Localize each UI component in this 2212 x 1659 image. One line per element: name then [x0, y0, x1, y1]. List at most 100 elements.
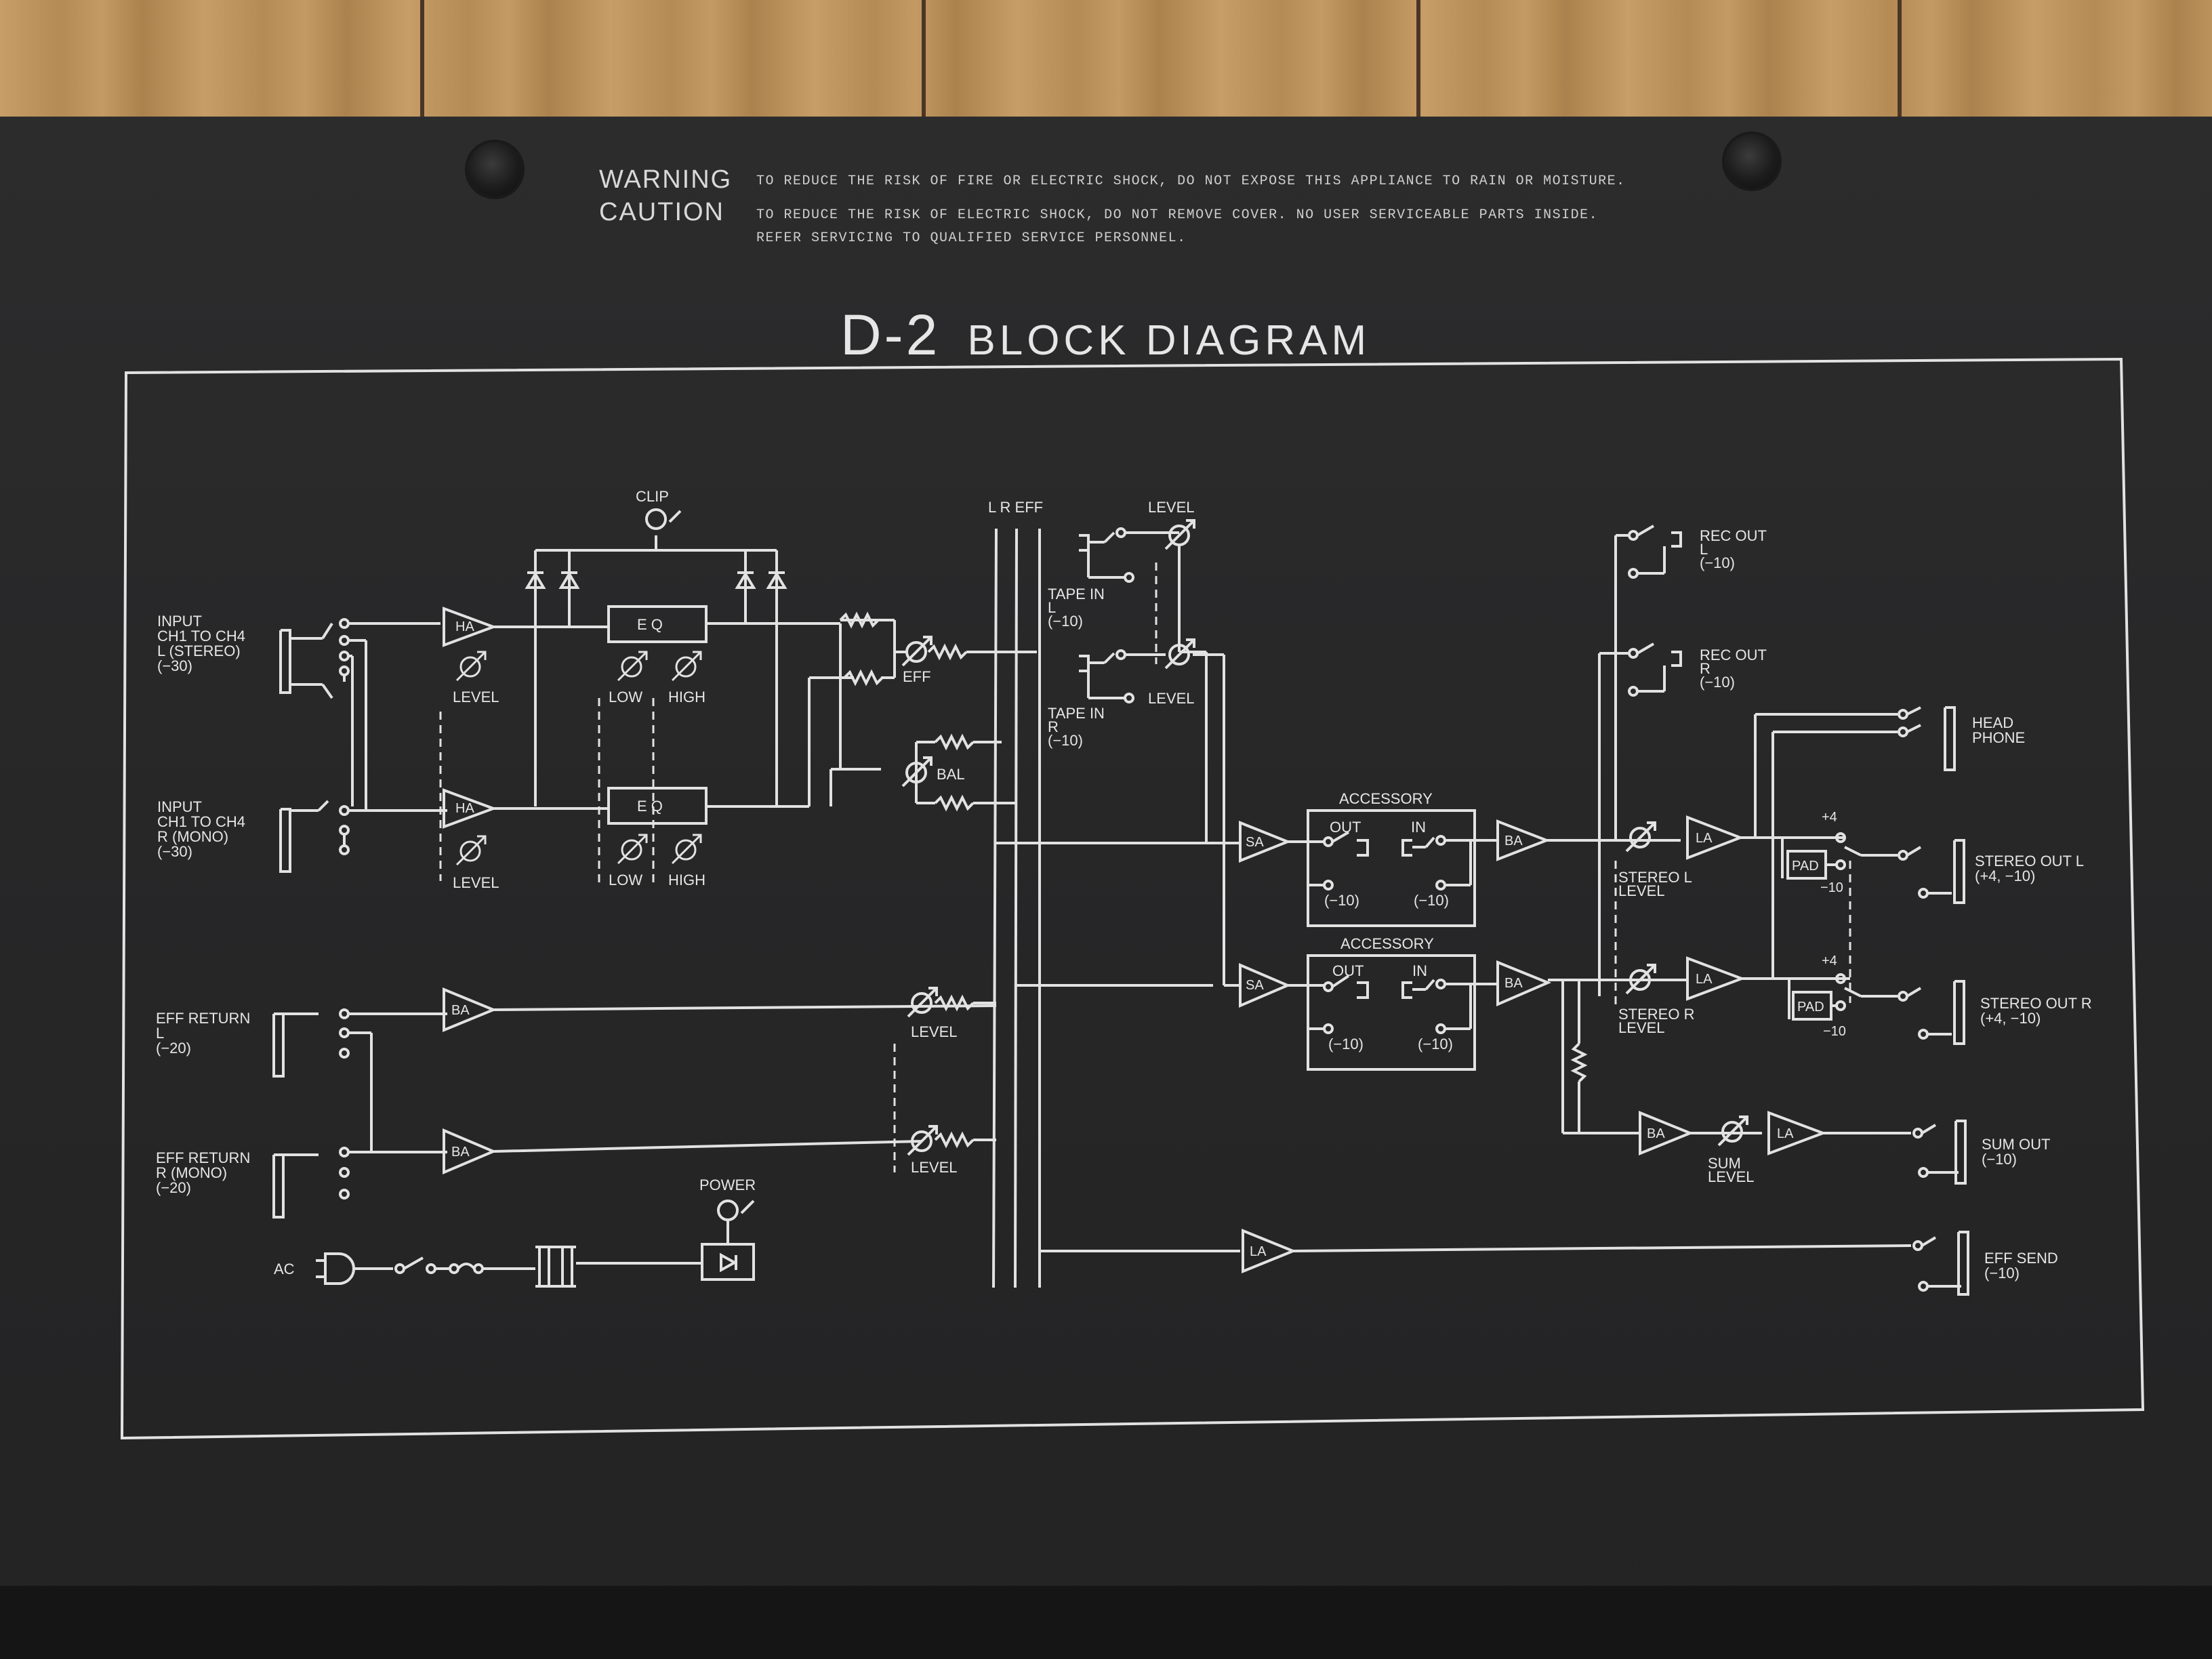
la-amplifier-l — [1686, 815, 1744, 860]
pad-label: PAD — [1792, 859, 1819, 874]
device-panel — [0, 117, 2212, 1659]
wood-background — [0, 0, 2212, 122]
stereo-l-chain — [1206, 809, 1843, 996]
power-led-icon — [717, 1200, 739, 1221]
clip-circuit — [526, 508, 786, 806]
eff-return-l-label: EFF RETURN — [156, 1010, 250, 1027]
in-label: IN — [1412, 962, 1427, 979]
eff-send-label: (−10) — [1984, 1265, 2020, 1282]
sa-label: SA — [1246, 835, 1264, 850]
ha-label: HA — [455, 801, 474, 816]
level-label: LEVEL — [453, 689, 499, 705]
headphone-label: PHONE — [1972, 729, 2025, 746]
low-label: LOW — [609, 689, 642, 705]
accessory-box-l — [1307, 809, 1476, 927]
level-label: LEVEL — [911, 1023, 958, 1040]
bus-label: L R EFF — [988, 499, 1043, 516]
level-value-label: (−10) — [1414, 892, 1449, 909]
la-label: LA — [1696, 831, 1713, 846]
caution-text: REFER SERVICING TO QUALIFIED SERVICE PER… — [756, 230, 1187, 246]
input-jack-icon — [279, 808, 291, 873]
rec-out-r-label: (−10) — [1700, 674, 1735, 691]
tape-in-r-label: (−10) — [1048, 732, 1083, 749]
high-label: HIGH — [668, 689, 705, 705]
level-label: LEVEL — [911, 1159, 958, 1176]
headphone-block — [1754, 706, 1956, 979]
la-amplifier-sum — [1767, 1111, 1827, 1155]
ba-amplifier-l — [1496, 819, 1551, 861]
input-l-label: L (STEREO) — [157, 642, 241, 659]
plank-seam — [1416, 0, 1420, 122]
minus10-label: −10 — [1823, 1024, 1846, 1039]
la-label: LA — [1250, 1244, 1267, 1259]
warning-text: TO REDUCE THE RISK OF FIRE OR ELECTRIC S… — [756, 173, 1626, 189]
eff-send-label: EFF SEND — [1984, 1250, 2058, 1267]
pad-label: PAD — [1797, 1000, 1824, 1015]
power-label: POWER — [699, 1176, 756, 1193]
tape-in-l-label: (−10) — [1048, 613, 1083, 630]
ba-amplifier-sum — [1639, 1111, 1694, 1155]
input-l-label: (−30) — [157, 657, 192, 674]
sa-label: SA — [1246, 978, 1264, 993]
caution-label: CAUTION — [599, 198, 724, 226]
input-r-mono-block — [279, 678, 1017, 873]
tape-in-r-label: TAPE IN — [1048, 705, 1105, 722]
sum-out-block — [1561, 980, 1967, 1185]
ba-label: BA — [451, 1145, 470, 1160]
rectifier-icon — [701, 1243, 755, 1281]
in-label: IN — [1411, 819, 1426, 836]
stereo-l-level-label: LEVEL — [1618, 882, 1665, 899]
power-circuit — [316, 1200, 755, 1288]
accessory-box-r — [1307, 954, 1476, 1071]
ba-label: BA — [451, 1003, 470, 1018]
ac-plug-icon — [324, 1252, 355, 1285]
model-name: D-2 — [840, 303, 941, 367]
input-r-label: INPUT — [157, 798, 202, 815]
low-label: LOW — [609, 872, 642, 888]
input-l-stereo-block — [279, 605, 1037, 806]
sum-out-label: (−10) — [1982, 1151, 2017, 1168]
level-label: LEVEL — [453, 874, 499, 891]
stereo-out-l-label: (+4, −10) — [1975, 867, 2035, 884]
title-text: BLOCK DIAGRAM — [967, 317, 1371, 364]
plank-seam — [922, 0, 926, 122]
ac-label: AC — [274, 1261, 295, 1277]
ha-amplifier-l — [443, 607, 497, 647]
input-r-label: (−30) — [157, 843, 192, 860]
rec-out-r-label: REC OUT — [1700, 647, 1767, 663]
level-value-label: (−10) — [1328, 1036, 1364, 1052]
input-jack-icon — [272, 1153, 285, 1218]
page-title: D-2 BLOCK DIAGRAM — [840, 302, 1370, 368]
eff-return-l-label: L — [156, 1025, 164, 1042]
ha-amplifier-r — [443, 788, 497, 829]
bal-label: BAL — [937, 766, 965, 783]
warning-label: WARNING — [599, 165, 733, 194]
panel-bottom-edge — [0, 1586, 2212, 1659]
input-jack-icon — [279, 629, 291, 694]
tape-in-block — [1079, 519, 1225, 985]
level-value-label: (−10) — [1324, 892, 1359, 909]
minus10-label: −10 — [1820, 880, 1843, 895]
stereo-r-chain — [1224, 861, 1850, 1071]
clip-led-icon — [645, 508, 667, 530]
tape-in-l-label: L — [1048, 599, 1056, 616]
eff-return-l-label: (−20) — [156, 1040, 191, 1057]
out-label: OUT — [1330, 819, 1361, 836]
caution-text: TO REDUCE THE RISK OF ELECTRIC SHOCK, DO… — [756, 207, 1599, 223]
eq-label: E Q — [637, 798, 663, 815]
ba-label: BA — [1504, 834, 1523, 848]
rec-out-block — [1598, 525, 1682, 840]
stereo-r-level-label: STEREO R — [1618, 1006, 1694, 1023]
eff-return-r-label: EFF RETURN — [156, 1149, 250, 1166]
stereo-out-block — [1781, 832, 1965, 1045]
stereo-out-l-label: STEREO OUT L — [1975, 853, 2084, 869]
rec-out-l-label: REC OUT — [1700, 527, 1767, 544]
accessory-label: ACCESSORY — [1340, 935, 1434, 952]
rec-out-l-label: (−10) — [1700, 554, 1735, 571]
gain-eq-pots — [439, 651, 702, 888]
eq-label: E Q — [637, 616, 663, 633]
high-label: HIGH — [668, 872, 705, 888]
tape-in-r-label: R — [1048, 718, 1059, 735]
level-label: LEVEL — [1148, 499, 1195, 516]
